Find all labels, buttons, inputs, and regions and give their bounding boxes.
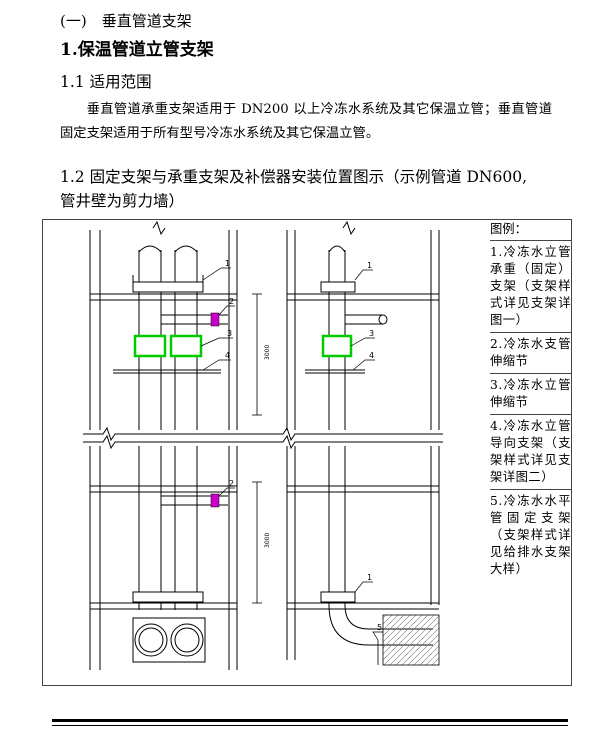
callout-1-lower-right: 1 (367, 573, 372, 582)
right-bellows (321, 334, 353, 358)
dimension-upper: 3000 (264, 345, 271, 360)
installation-diagram: 3000 3000 1 2 3 4 2 1 3 4 1 5 (42, 219, 572, 686)
callout-2-lower: 2 (229, 479, 234, 488)
right-upper-support (320, 281, 356, 293)
left-shaft-walls (89, 230, 238, 670)
footer-rule-thick (52, 719, 568, 722)
callout-leaders (200, 267, 383, 641)
right-guide-support (305, 369, 365, 374)
diagram-legend: 图例： 1.冷冻水立管承重（固定）支架（支架样式详见支架详图一） 2.冷冻水支管… (486, 220, 571, 581)
left-bellows (133, 334, 203, 358)
left-bottom-box (132, 617, 206, 663)
callout-1-left: 1 (225, 259, 230, 268)
footer-rule-thin (52, 725, 568, 726)
legend-item: 4.冷冻水立管导向支架（支架样式详见支架详图二） (490, 415, 571, 490)
scope-paragraph: 垂直管道承重支架适用于 DN200 以上冷冻水系统及其它保温立管；垂直管道固定支… (60, 102, 552, 141)
subheading-figure-line1: 1.2 固定支架与承重支架及补偿器安装位置图示（示例管道 DN600, (60, 168, 528, 186)
legend-item: 2.冷冻水支管伸缩节 (490, 333, 571, 374)
left-guide-support (113, 369, 221, 374)
left-lower-support (132, 591, 204, 603)
section-heading: (一) 垂直管道支架 (60, 12, 192, 30)
right-vertical-pipe (328, 245, 433, 646)
right-branch-pipe (345, 314, 388, 325)
left-upper-support (132, 275, 204, 293)
callout-5: 5 (377, 623, 382, 632)
callout-3-left: 3 (227, 329, 232, 338)
subheading-scope: 1.1 适用范围 (60, 73, 152, 91)
callout-1-right: 1 (367, 261, 372, 270)
right-shaft-walls (286, 230, 440, 660)
diagram-drawing: 3000 3000 1 2 3 4 2 1 3 4 1 5 (83, 220, 443, 670)
legend-item: 5.冷冻水水平管固定支架（支架样式详见给排水支架大样） (490, 494, 571, 576)
right-wall-hatch (377, 614, 440, 666)
break-line (83, 220, 443, 450)
main-heading: 1.保温管道立管支架 (60, 40, 214, 60)
floor-slabs (90, 293, 439, 610)
legend-item: 1.冷冻水立管承重（固定）支架（支架样式详见支架详图一） (490, 241, 571, 333)
right-lower-support (320, 591, 356, 603)
callout-4-left: 4 (225, 351, 230, 360)
left-vertical-pipes (138, 245, 198, 610)
callout-labels: 1 2 3 4 2 1 3 4 1 5 (225, 259, 382, 632)
subheading-figure-line2: 管井壁为剪力墙） (60, 192, 185, 210)
callout-2-left: 2 (229, 297, 234, 306)
legend-item: 3.冷冻水立管伸缩节 (490, 374, 571, 415)
left-branch-joints (210, 312, 220, 508)
legend-title: 图例： (490, 220, 571, 241)
callout-3-right: 3 (369, 329, 374, 338)
callout-4-right: 4 (369, 351, 374, 360)
dimension-lower: 3000 (264, 533, 271, 548)
dimension-lines (252, 293, 262, 604)
